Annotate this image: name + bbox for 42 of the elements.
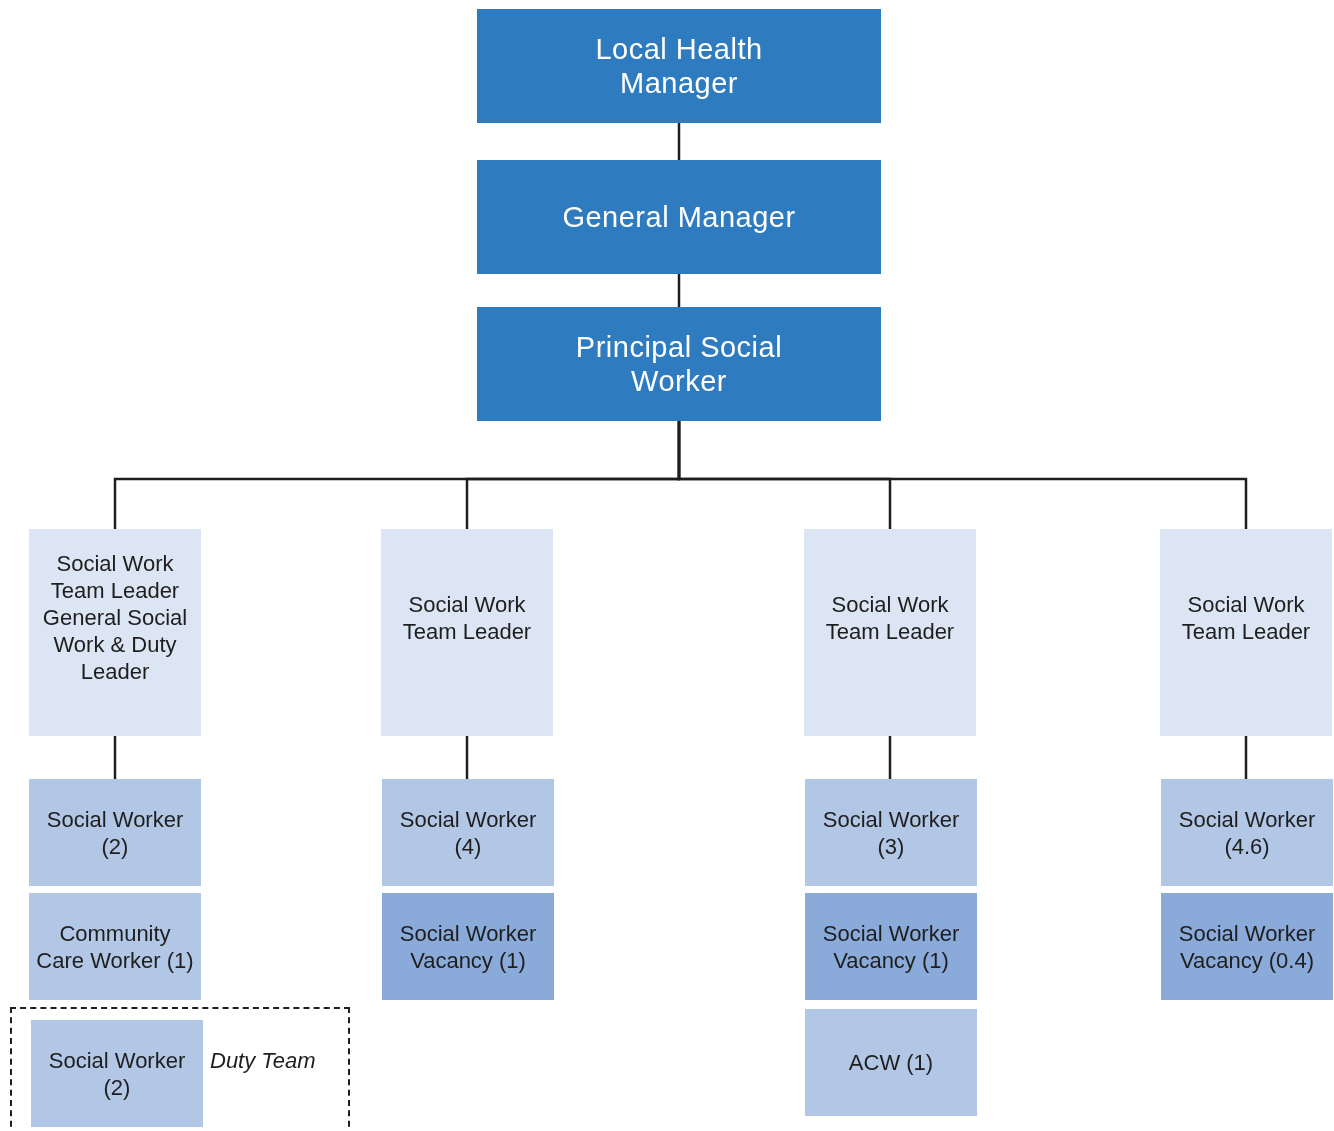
role-box: [805, 779, 977, 886]
role-label: Social Worker Vacancy (0.4): [1177, 919, 1317, 974]
role-box: [477, 9, 881, 123]
role-label: Social Worker (3): [821, 805, 961, 860]
role-box: [477, 307, 881, 421]
role-label: Local Health Manager: [594, 32, 764, 100]
connector-line: [465, 736, 469, 779]
role-label: Social Worker (4.6): [1177, 805, 1317, 860]
role-box: [805, 893, 977, 1000]
role-label: Community Care Worker (1): [35, 919, 195, 974]
role-label: Social Worker Vacancy (1): [398, 919, 538, 974]
role-label: Social Work Team Leader General Social Work & Duty Leader: [41, 550, 189, 685]
connector-line: [113, 736, 117, 779]
role-box: [804, 529, 976, 736]
role-box: [382, 779, 554, 886]
role-label: Social Worker (2): [45, 805, 185, 860]
role-label: Social Worker (4): [398, 805, 538, 860]
connector-line: [888, 736, 892, 779]
role-label: Social Worker (2): [47, 1046, 187, 1101]
role-box: [805, 1009, 977, 1116]
role-box: [31, 1020, 203, 1127]
connector-line: [677, 274, 681, 307]
role-label: Principal Social Worker: [574, 330, 784, 398]
role-box: [1161, 779, 1333, 886]
role-box: [1160, 529, 1332, 736]
role-box: [477, 160, 881, 274]
role-label: Social Worker Vacancy (1): [821, 919, 961, 974]
group-label: Duty Team: [210, 1047, 316, 1074]
connector-line: [677, 421, 1248, 529]
role-box: [382, 893, 554, 1000]
role-label: ACW (1): [848, 1049, 934, 1076]
role-box: [29, 893, 201, 1000]
role-label: General Manager: [562, 200, 796, 234]
role-box: [29, 529, 201, 736]
role-label: Social Work Team Leader: [401, 590, 533, 645]
connector-line: [677, 123, 681, 160]
role-label: Social Work Team Leader: [1180, 590, 1312, 645]
role-box: [1161, 893, 1333, 1000]
connector-line: [1244, 736, 1248, 779]
role-box: [381, 529, 553, 736]
role-box: [29, 779, 201, 886]
role-label: Social Work Team Leader: [824, 590, 956, 645]
